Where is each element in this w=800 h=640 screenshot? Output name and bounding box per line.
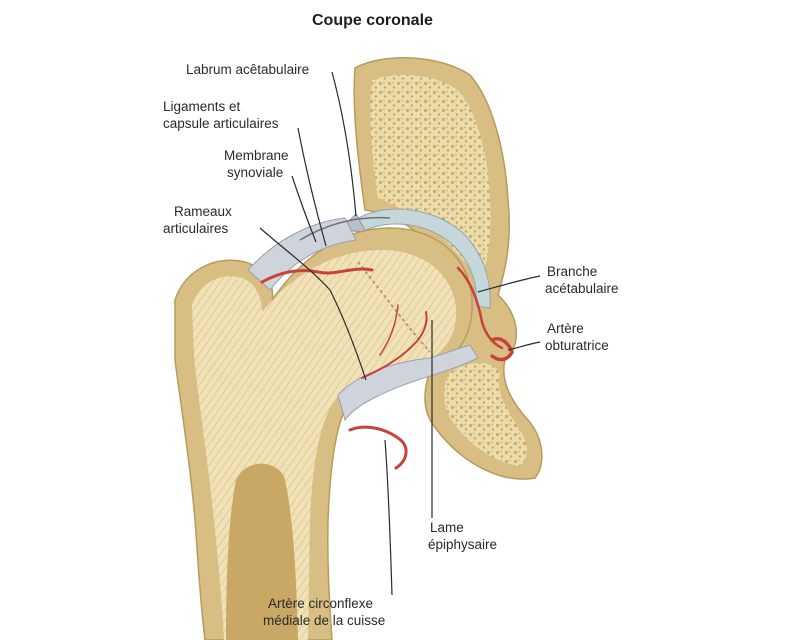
- leader-labrum: [331, 71, 357, 217]
- diagram-title: Coupe coronale: [312, 12, 433, 29]
- ilium-spongy: [370, 74, 491, 278]
- label-obturatrice-line1: Artère: [547, 321, 584, 336]
- label-circonflexe-line1: Artère circonflexe: [268, 596, 373, 611]
- synovial-membrane: [299, 216, 391, 241]
- arteries: [260, 266, 514, 470]
- label-lame-line2: épiphysaire: [428, 537, 497, 552]
- leader-membrane: [291, 175, 317, 243]
- label-ligaments-line1: Ligaments et: [163, 99, 241, 114]
- acetabular-cartilage: [351, 208, 491, 309]
- intraosseous-branch: [379, 304, 399, 356]
- leader-obturatrice: [507, 341, 541, 351]
- leader-rameaux: [259, 227, 367, 381]
- label-circonflexe-line2: médiale de la cuisse: [263, 613, 385, 628]
- label-ligaments-line2: capsule articulaires: [163, 116, 279, 131]
- ischium-spongy: [444, 363, 527, 466]
- label-membrane-line1: Membrane: [224, 148, 289, 163]
- leader-lines: [259, 71, 541, 596]
- label-lame-line1: Lame: [430, 520, 464, 535]
- label-rameaux-line2: articulaires: [163, 221, 229, 236]
- acetabular-branch: [456, 266, 504, 350]
- obturator-artery: [490, 337, 514, 362]
- label-branche-line2: acétabulaire: [545, 281, 619, 296]
- leader-branche: [477, 275, 541, 293]
- articular-branch-lower: [361, 311, 428, 379]
- femur: [174, 227, 473, 640]
- leader-ligaments: [297, 127, 327, 247]
- femur-medullary: [226, 463, 298, 640]
- label-obturatrice-line2: obturatrice: [545, 338, 609, 353]
- circumflex-artery: [348, 425, 408, 470]
- articular-branch-upper: [260, 267, 374, 284]
- label-membrane-line2: synoviale: [227, 165, 283, 180]
- growth-plate: [357, 261, 431, 353]
- leader-circonflexe: [384, 439, 393, 596]
- label-labrum: Labrum acêtabulaire: [186, 62, 309, 77]
- label-rameaux-line1: Rameaux: [174, 204, 232, 219]
- label-branche-line1: Branche: [547, 264, 597, 279]
